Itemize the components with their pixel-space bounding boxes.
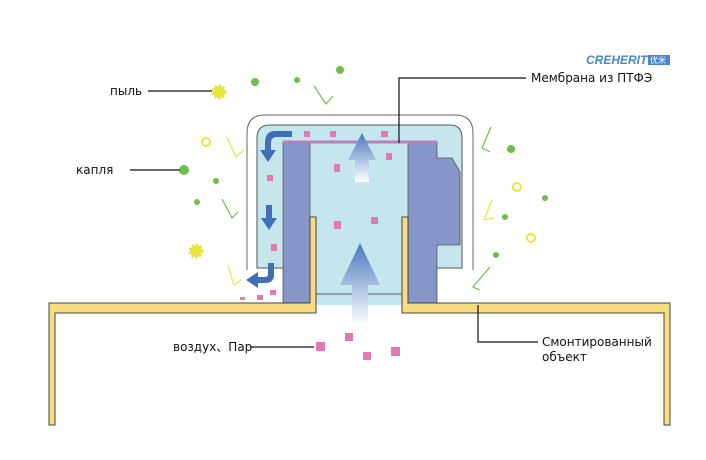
- label-droplet: капля: [76, 163, 113, 177]
- svg-text:CREHERIT: CREHERIT: [586, 53, 649, 67]
- housing-right: [401, 216, 671, 426]
- housing-left: [48, 216, 317, 426]
- svg-text:优米: 优米: [650, 55, 666, 65]
- label-dust: пыль: [110, 84, 142, 98]
- creherit-logo: CREHERIT 优米: [586, 53, 670, 67]
- label-mounted-object-2: объект: [542, 350, 587, 364]
- label-mounted-object: Смонтированный: [542, 335, 652, 349]
- motion-marks: [221, 85, 495, 291]
- label-membrane: Мембрана из ПТФЭ: [531, 71, 652, 85]
- label-air-vapor: воздух、Пар: [173, 340, 252, 354]
- body-left: [282, 141, 311, 306]
- outflow-arrows: [246, 131, 292, 288]
- airflow-arrow-membrane: [348, 133, 376, 182]
- droplets: [179, 66, 548, 258]
- vapor-particles: [240, 131, 400, 360]
- leader-lines: [130, 77, 538, 348]
- body-right: [407, 141, 461, 306]
- dust-particles: [188, 84, 536, 259]
- airflow-arrow-large: [340, 243, 380, 325]
